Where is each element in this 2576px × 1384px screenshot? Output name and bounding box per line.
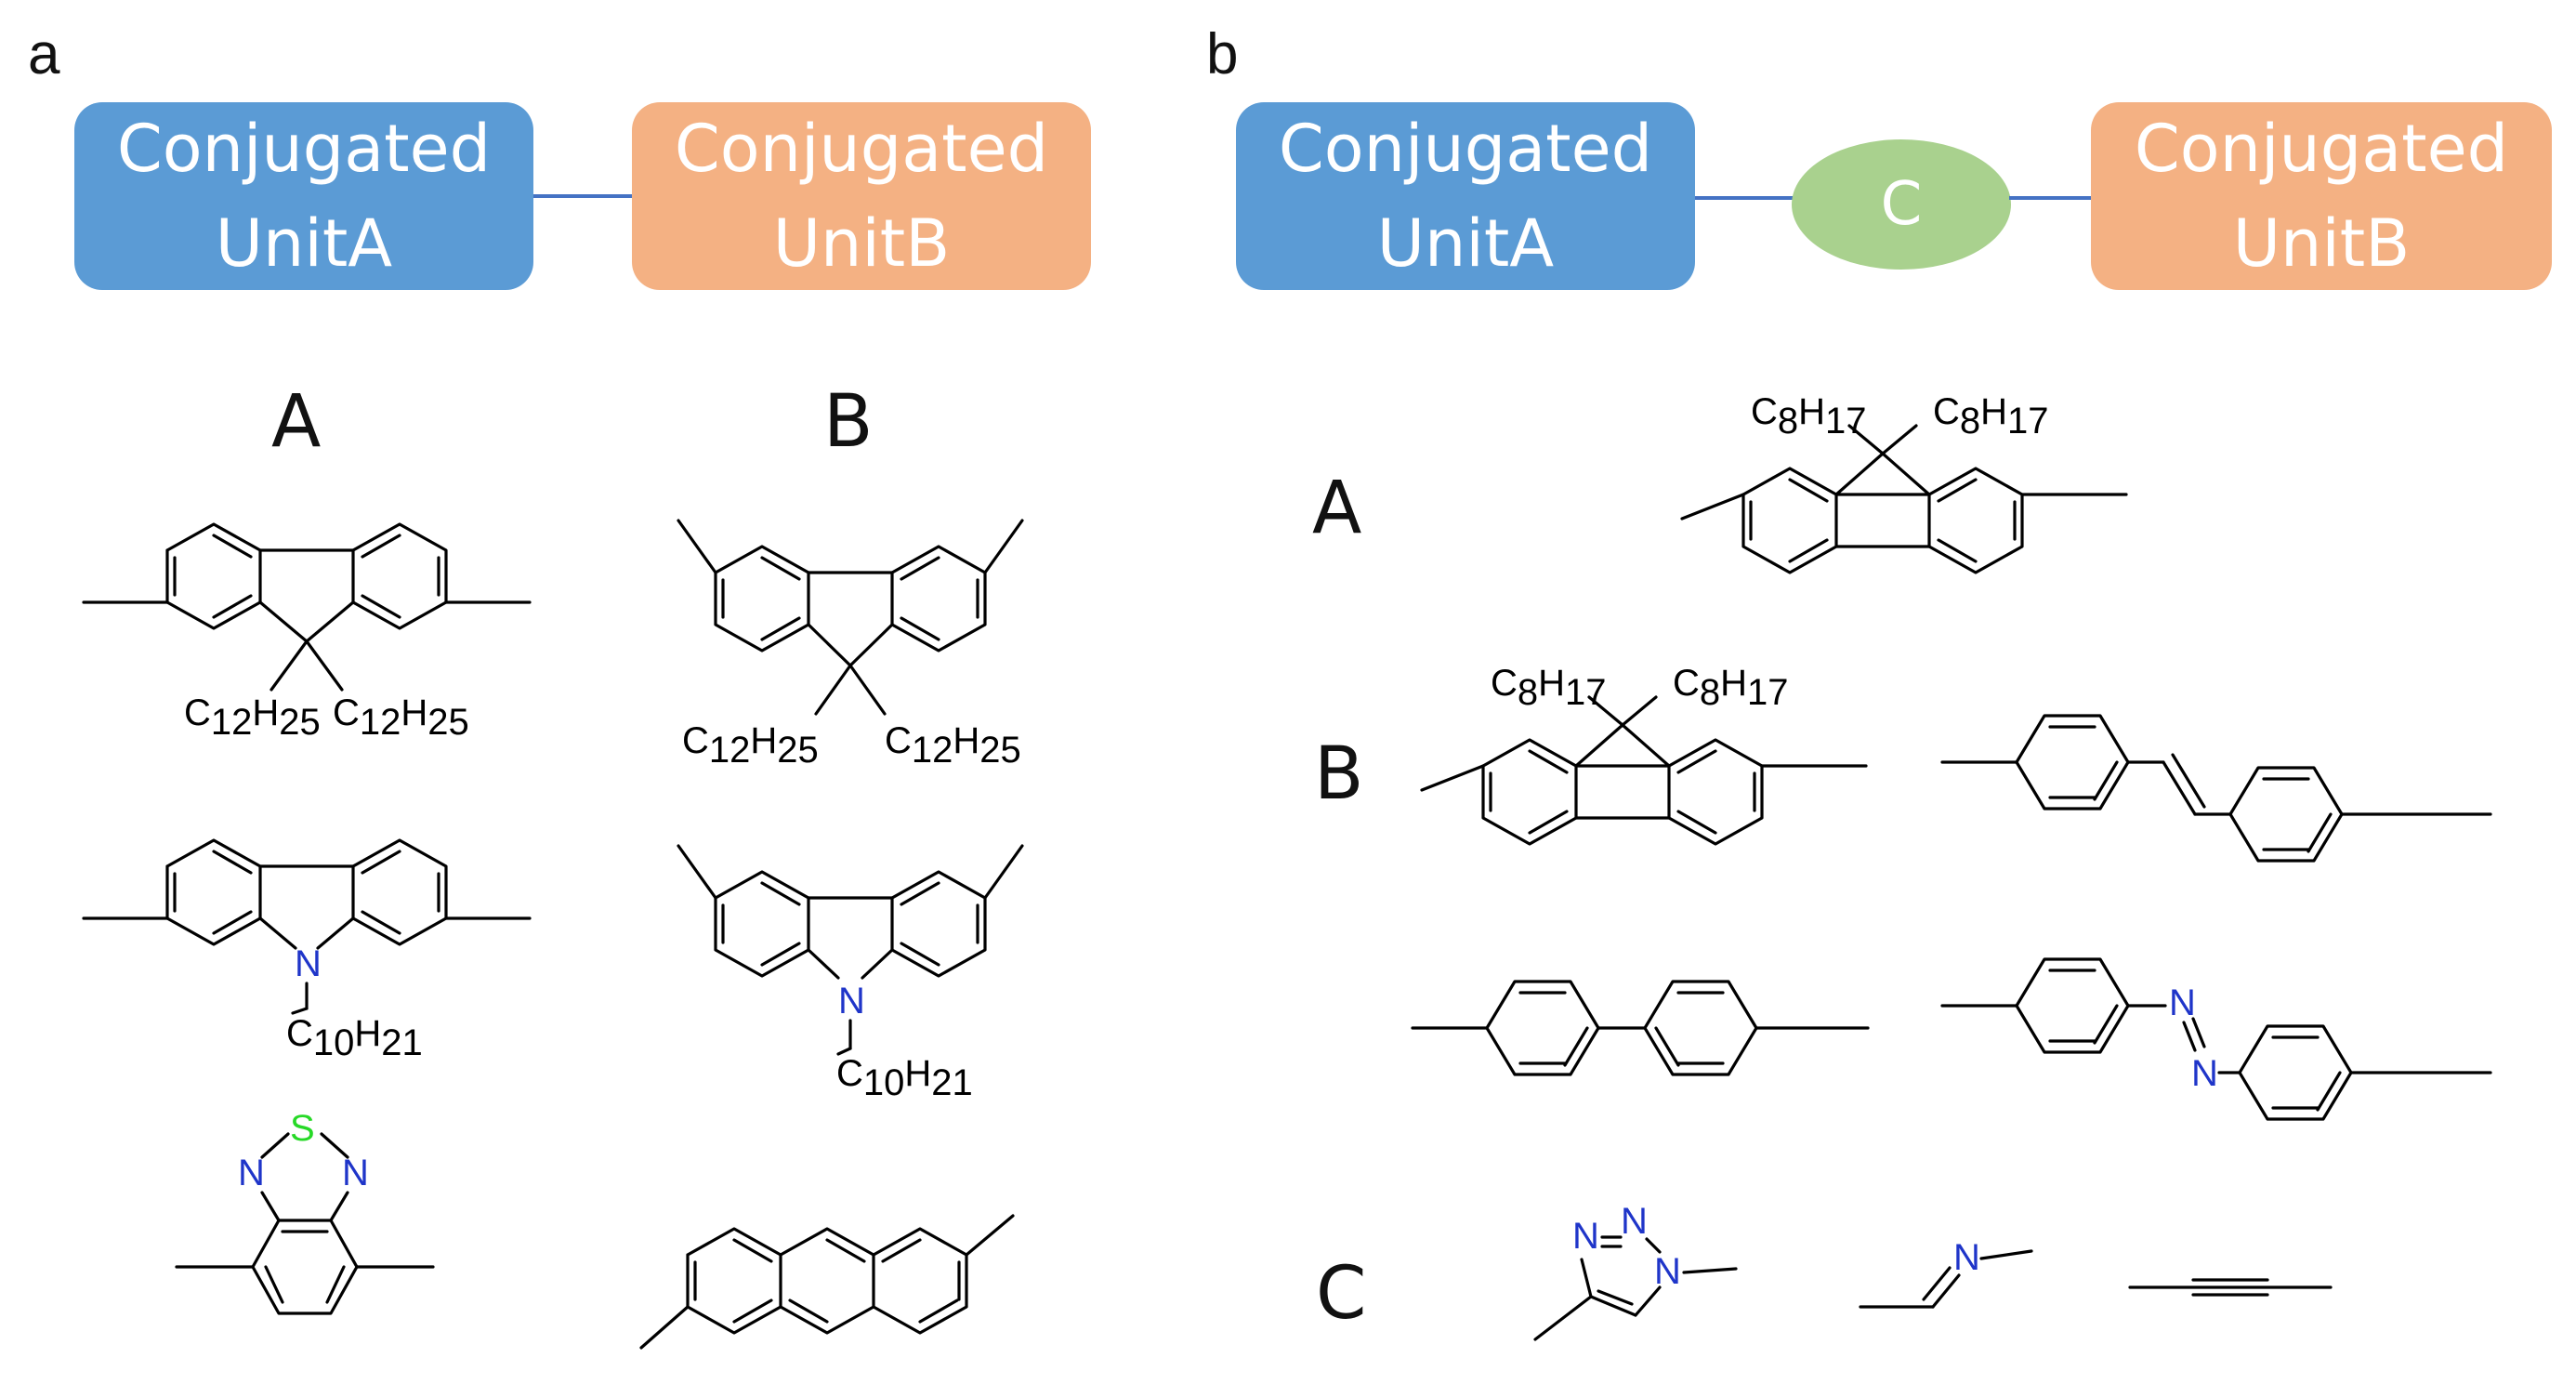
- svg-text:C12H25: C12H25: [333, 692, 469, 743]
- panel-b-connector-left: [1695, 196, 1794, 200]
- svg-text:C12H25: C12H25: [682, 720, 819, 771]
- svg-text:S: S: [290, 1108, 315, 1149]
- panel-b-unit-b-line1: Conjugated: [2134, 111, 2509, 187]
- panel-a-structure-b-fluorene: C12H25 C12H25: [677, 519, 1024, 771]
- svg-text:C10H21: C10H21: [286, 1013, 423, 1063]
- panel-a-label: a: [28, 22, 60, 86]
- svg-text:N: N: [2169, 982, 2196, 1023]
- svg-text:N: N: [342, 1153, 369, 1193]
- panel-a-unit-a-line2: UnitA: [215, 205, 393, 282]
- svg-text:C8H17: C8H17: [1673, 663, 1789, 713]
- panel-b-structure-b-fluorene: C8H17 C8H17: [1420, 663, 1868, 846]
- svg-text:N: N: [1953, 1237, 1980, 1278]
- svg-text:N: N: [238, 1153, 265, 1193]
- panel-b-structure-c-imine: N: [1859, 1237, 2033, 1309]
- panel-b-unit-b-box: Conjugated UnitB: [2091, 102, 2552, 290]
- panel-b-structure-c-triazole: N N N: [1533, 1201, 1738, 1341]
- panel-a-unit-a-box: Conjugated UnitA: [74, 102, 533, 290]
- panel-b-structure-b-azobenzene: N N: [1940, 957, 2492, 1121]
- svg-text:N: N: [295, 943, 322, 984]
- svg-text:C12H25: C12H25: [184, 692, 321, 743]
- panel-b-unit-b-line2: UnitB: [2232, 205, 2411, 282]
- panel-b-label: b: [1206, 22, 1239, 86]
- panel-a-structure-a-benzothiadiazole: S N N: [175, 1108, 435, 1315]
- svg-text:N: N: [1621, 1201, 1648, 1242]
- svg-text:C10H21: C10H21: [836, 1053, 973, 1103]
- panel-a-unit-b-line1: Conjugated: [674, 111, 1049, 187]
- svg-text:N: N: [2191, 1053, 2218, 1094]
- panel-a-structure-a-carbazole: N C10H21: [82, 838, 532, 1063]
- svg-text:N: N: [838, 981, 865, 1022]
- panel-b-structure-c-alkyne: [2128, 1278, 2333, 1297]
- panel-b-unit-a-line2: UnitA: [1376, 205, 1555, 282]
- panel-b-row-c-heading: C: [1316, 1252, 1367, 1336]
- svg-text:C8H17: C8H17: [1933, 391, 2049, 442]
- panel-b-structure-a-fluorene: C8H17 C8H17: [1680, 391, 2128, 574]
- panel-a-unit-a-line1: Conjugated: [116, 111, 492, 187]
- svg-text:C8H17: C8H17: [1491, 663, 1607, 713]
- panel-b-structure-b-biphenyl: [1411, 980, 1870, 1076]
- panel-a-unit-b-line2: UnitB: [772, 205, 951, 282]
- panel-b-unit-a-line1: Conjugated: [1278, 111, 1653, 187]
- panel-b-linker-ellipse: C: [1792, 139, 2011, 270]
- panel-b-unit-a-box: Conjugated UnitA: [1236, 102, 1695, 290]
- panel-a-structure-a-fluorene: C12H25 C12H25: [82, 522, 532, 743]
- svg-text:C12H25: C12H25: [885, 720, 1021, 771]
- panel-a-structure-b-carbazole: N C10H21: [677, 844, 1024, 1103]
- panel-a-structure-b-anthracene: [639, 1214, 1015, 1350]
- panel-a-column-b-heading: B: [823, 380, 874, 464]
- panel-a-connector: [533, 194, 632, 198]
- svg-text:N: N: [1654, 1251, 1681, 1292]
- svg-text:C8H17: C8H17: [1751, 391, 1867, 442]
- panel-b-row-b-heading: B: [1314, 732, 1364, 816]
- svg-text:N: N: [1572, 1216, 1599, 1257]
- panel-b-structure-b-stilbene: [1940, 714, 2492, 863]
- panel-b-row-a-heading: A: [1312, 467, 1362, 550]
- panel-b-connector-right: [2009, 196, 2091, 200]
- panel-a-unit-b-box: Conjugated UnitB: [632, 102, 1091, 290]
- panel-a-column-a-heading: A: [271, 380, 322, 464]
